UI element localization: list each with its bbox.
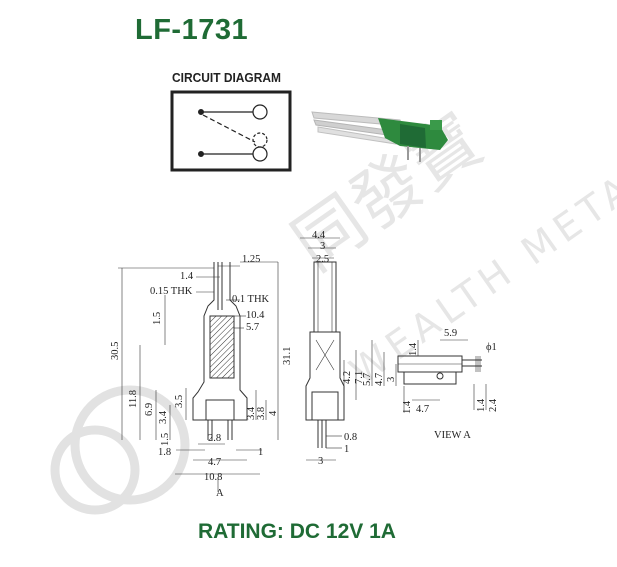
label-3-5: 3.5	[174, 395, 185, 408]
label-side-3: 3	[320, 241, 325, 252]
view-a-drawing	[371, 339, 487, 412]
circuit-frame	[170, 90, 292, 172]
label-1-5: 1.5	[152, 312, 163, 325]
label-section-a: A	[216, 488, 224, 499]
side-view-drawing	[300, 237, 357, 461]
label-va-phi1: ϕ1	[486, 342, 497, 353]
label-5-7: 5.7	[246, 322, 259, 333]
label-6-9: 6.9	[144, 403, 155, 416]
label-va-1-4b: 1.4	[402, 400, 413, 414]
view-a-base	[403, 371, 457, 385]
front-base	[205, 399, 235, 421]
label-va-5-7: 5.7	[362, 373, 373, 386]
rating-text: RATING: DC 12V 1A	[198, 520, 396, 543]
label-2-8: 2.8	[208, 433, 221, 444]
label-side-1: 1	[344, 444, 349, 455]
side-body	[305, 331, 345, 421]
circuit-diagram-label: CIRCUIT DIAGRAM	[172, 70, 281, 85]
label-va-2-4: 2.4	[488, 398, 499, 412]
label-0-15-thk: 0.15 THK	[150, 286, 193, 297]
label-side-0-8: 0.8	[344, 432, 357, 443]
label-30-5: 30.5	[110, 342, 121, 360]
label-side-7-1: 7.1	[354, 371, 365, 384]
label-side-2-5: 2.5	[316, 254, 329, 265]
label-va-3: 3	[386, 377, 397, 382]
side-view-labels: 4.4 3 2.5 4.2 7.1 0.8 1 3	[312, 230, 365, 467]
label-1-4: 1.4	[180, 271, 194, 282]
label-va-5-9: 5.9	[444, 328, 457, 339]
label-1-5b: 1.5	[160, 433, 171, 446]
label-10-8: 10.8	[204, 472, 222, 483]
view-a-hole	[436, 372, 444, 380]
contact-circle-dashed	[252, 132, 268, 148]
label-1: 1	[258, 447, 263, 458]
view-a-caption: VIEW A	[434, 430, 471, 441]
label-4: 4	[268, 410, 279, 416]
label-1-8: 1.8	[158, 447, 171, 458]
label-11-8: 11.8	[128, 390, 139, 408]
label-side-4-4: 4.4	[312, 230, 326, 241]
front-contact-hatched	[209, 315, 235, 379]
label-va-4-7: 4.7	[374, 373, 385, 386]
contact-circle-top	[252, 104, 268, 120]
label-10-4: 10.4	[246, 310, 265, 321]
model-title: LF-1731	[135, 14, 249, 46]
front-view-labels: 1.25 1.4 0.15 THK 0.1 THK 10.4 5.7 1.5 3…	[110, 254, 293, 499]
label-side-3b: 3	[318, 456, 323, 467]
label-0-1-thk: 0.1 THK	[232, 294, 270, 305]
label-va-1-4: 1.4	[408, 342, 419, 356]
label-side-4-2: 4.2	[342, 371, 353, 384]
side-blade	[313, 261, 337, 333]
view-a-labels: 5.9 1.4 5.7 4.7 3 ϕ1 1.4 4.7 1.4 2.4 VIE…	[362, 328, 499, 441]
front-body-outline	[192, 262, 248, 421]
label-3-8: 3.8	[256, 407, 267, 420]
front-view-drawing	[118, 261, 279, 492]
label-1-25: 1.25	[242, 254, 260, 265]
circuit-diagram	[170, 90, 292, 172]
label-3-4: 3.4	[158, 410, 169, 424]
label-4-7: 4.7	[208, 457, 221, 468]
label-3-4b: 3.4	[246, 406, 257, 420]
side-base	[311, 391, 339, 421]
label-va-1-4c: 1.4	[476, 398, 487, 412]
contact-circle-bottom	[252, 146, 268, 162]
label-31-1: 31.1	[282, 347, 293, 365]
watermark-logo	[50, 385, 190, 515]
product-photo	[311, 111, 448, 162]
label-va-4-7b: 4.7	[416, 404, 429, 415]
switch-lever-dashed	[202, 114, 256, 143]
